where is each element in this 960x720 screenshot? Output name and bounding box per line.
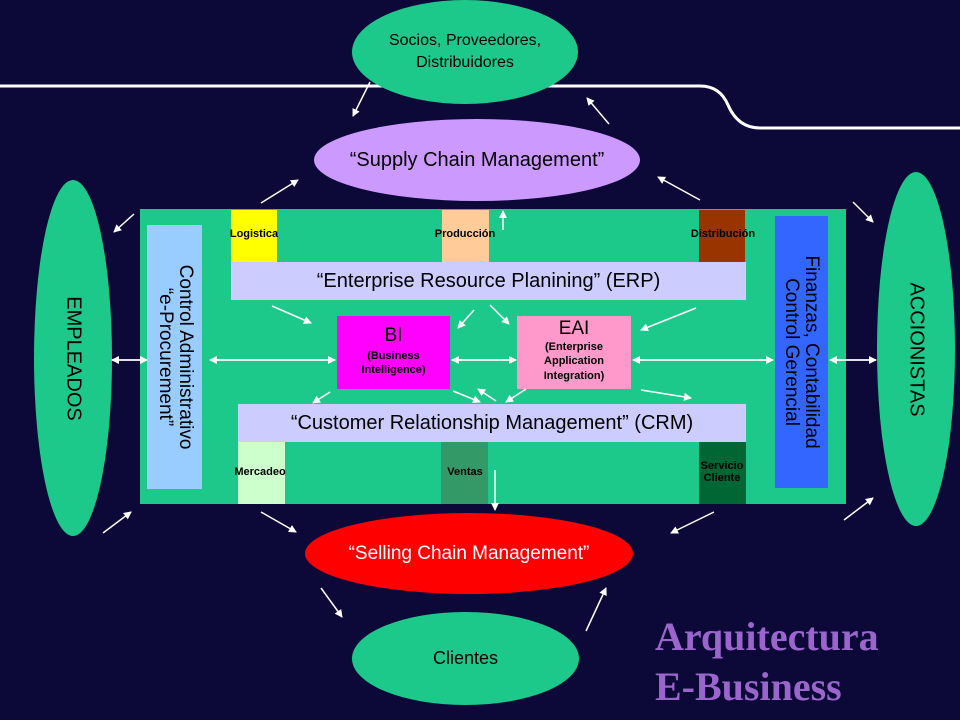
distribucion-label: Distribución: [690, 228, 756, 240]
arrow: [452, 390, 481, 404]
bi-box: BI (Business Intelligence): [337, 316, 450, 389]
socios-label: Socios, Proveedores, Distribuidores: [388, 32, 542, 71]
distribucion-block: [699, 210, 745, 263]
erp-label: “Enterprise Resource Planining” (ERP): [316, 269, 661, 292]
produccion-label: Producción: [434, 228, 496, 240]
eai-title: EAI: [558, 318, 590, 339]
crm-label: “Customer Relationship Management” (CRM): [290, 411, 694, 434]
clientes-ellipse: Clientes: [352, 612, 579, 705]
arrow: [852, 201, 874, 223]
arrow: [640, 307, 697, 332]
mercadeo-label: Mercadeo: [234, 466, 286, 478]
arrow: [843, 497, 874, 521]
erp-bar: “Enterprise Resource Planining” (ERP): [231, 262, 746, 300]
bi-title: BI: [384, 325, 403, 346]
ventas-label: Ventas: [447, 466, 483, 478]
arrow: [312, 391, 331, 404]
eai-subtitle: (Enterprise Application Integration): [543, 341, 605, 382]
logistica-block: [231, 210, 277, 263]
socios-ellipse: Socios, Proveedores, Distribuidores: [352, 0, 578, 104]
left-panel: [147, 225, 202, 489]
empleados-ellipse: EMPLEADOS: [34, 180, 112, 536]
crm-bar: “Customer Relationship Management” (CRM): [238, 404, 746, 442]
accionistas-ellipse: ACCIONISTAS: [877, 172, 955, 526]
arrow: [489, 304, 510, 325]
arrow: [670, 511, 715, 534]
arrow: [271, 305, 312, 324]
arrow: [260, 179, 299, 204]
arrow: [352, 81, 371, 117]
arrow: [320, 587, 343, 618]
ventas-block: [441, 442, 488, 504]
eai-box: EAI (Enterprise Application Integration): [517, 316, 631, 389]
arrow: [477, 388, 497, 402]
clientes-label: Clientes: [432, 648, 499, 668]
page-title: Arquitectura E-Business: [655, 614, 879, 709]
selling-ellipse: “Selling Chain Management”: [305, 513, 633, 594]
produccion-block: [442, 210, 489, 263]
arrow: [260, 511, 297, 533]
servicio-label: Servicio Cliente: [700, 460, 744, 485]
right-panel: [775, 216, 828, 488]
selling-label: “Selling Chain Management”: [348, 542, 590, 564]
arrow: [505, 388, 527, 403]
arrow: [657, 176, 701, 201]
arrow: [102, 511, 132, 534]
arrow: [113, 213, 135, 233]
supply-ellipse: “Supply Chain Management”: [314, 119, 640, 201]
arrow: [640, 389, 692, 401]
arrow: [457, 309, 475, 329]
servicio-block: [699, 442, 746, 504]
arrow: [586, 97, 610, 125]
logistica-label: Logistica: [229, 228, 279, 240]
bi-subtitle: (Business Intelligence): [361, 350, 426, 377]
supply-label: “Supply Chain Management”: [349, 148, 605, 171]
mercadeo-block: [238, 442, 285, 504]
arrow: [585, 587, 607, 632]
